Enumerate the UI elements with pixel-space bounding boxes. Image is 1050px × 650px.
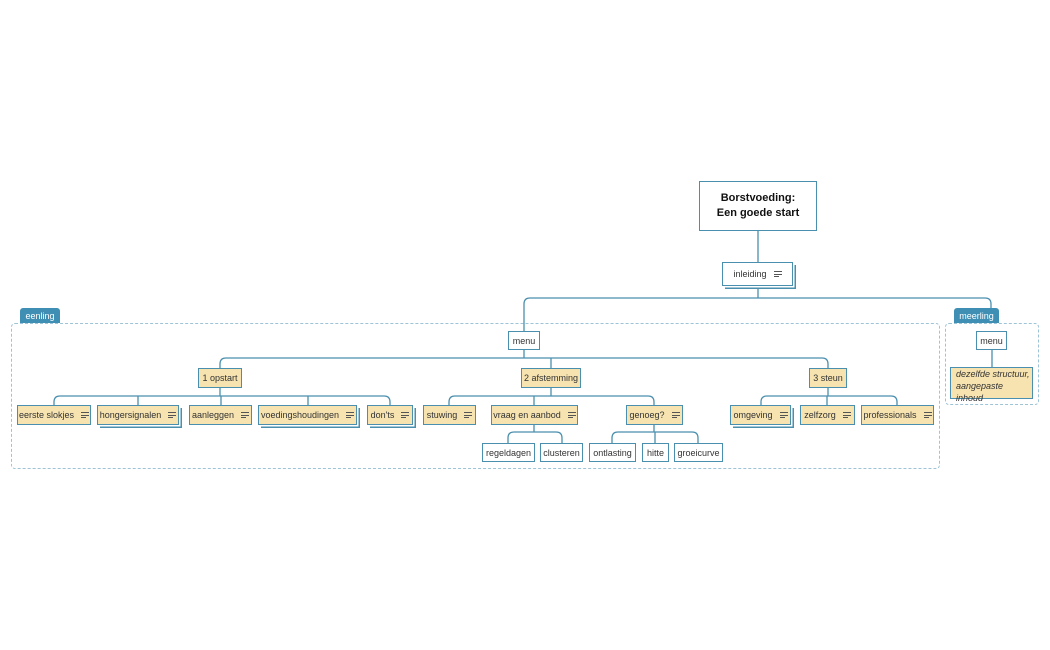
topic-inleiding[interactable]: inleiding <box>722 262 793 286</box>
section-label: 1 opstart <box>202 373 238 383</box>
topic-label: hitte <box>646 447 664 458</box>
topic-label: genoeg? <box>629 410 665 420</box>
topic-label: stuwing <box>426 410 458 420</box>
note-icon <box>81 412 90 418</box>
topic-label: clusteren <box>543 447 580 458</box>
topic-label: ontlasting <box>593 447 632 458</box>
topic-hongersignalen[interactable]: hongersignalen <box>97 405 179 425</box>
central-topic[interactable]: Borstvoeding: Een goede start <box>699 181 817 231</box>
central-topic-line-2: Een goede start <box>716 207 800 219</box>
topic-eerste-slokjes[interactable]: eerste slokjes <box>17 405 91 425</box>
topic-label: professionals <box>863 410 917 420</box>
note-icon <box>401 412 410 418</box>
topic-genoeg[interactable]: genoeg? <box>626 405 683 425</box>
topic-omgeving[interactable]: omgeving <box>730 405 791 425</box>
topic-label: zelfzorg <box>804 410 836 420</box>
topic-label: menu <box>980 335 1003 346</box>
note-icon <box>464 412 473 418</box>
topic-menu-eenling[interactable]: menu <box>508 331 540 350</box>
note-icon <box>842 412 851 418</box>
boundary-label-eenling[interactable]: eenling <box>20 308 60 323</box>
topic-donts[interactable]: don'ts <box>367 405 413 425</box>
topic-clusteren[interactable]: clusteren <box>540 443 583 462</box>
topic-groeicurve[interactable]: groeicurve <box>674 443 723 462</box>
section-label: 3 steun <box>813 373 843 383</box>
topic-label: inleiding <box>733 269 767 279</box>
topic-voedingshoudingen[interactable]: voedingshoudingen <box>258 405 357 425</box>
topic-label: voedingshoudingen <box>260 410 340 420</box>
topic-professionals[interactable]: professionals <box>861 405 934 425</box>
central-topic-line-1: Borstvoeding: <box>720 192 796 204</box>
topic-label: groeicurve <box>677 447 720 458</box>
topic-label: aanleggen <box>191 410 235 420</box>
topic-hitte[interactable]: hitte <box>642 443 669 462</box>
section-steun[interactable]: 3 steun <box>809 368 847 388</box>
section-label: 2 afstemming <box>523 373 579 383</box>
topic-ontlasting[interactable]: ontlasting <box>589 443 636 462</box>
note-icon <box>671 412 680 418</box>
topic-regeldagen[interactable]: regeldagen <box>482 443 535 462</box>
note-icon <box>567 412 576 418</box>
topic-label: vraag en aanbod <box>493 410 561 420</box>
note-icon <box>168 412 177 418</box>
note-icon <box>773 271 782 277</box>
note-line-2: aangepaste inhoud <box>956 381 1004 403</box>
boundary-meerling <box>945 323 1039 405</box>
topic-meerling-note[interactable]: dezelfde structuur, aangepaste inhoud <box>950 367 1033 403</box>
note-icon <box>241 412 250 418</box>
boundary-label-meerling[interactable]: meerling <box>954 308 999 323</box>
topic-aanleggen[interactable]: aanleggen <box>189 405 252 425</box>
topic-label: menu <box>512 335 536 346</box>
topic-stuwing[interactable]: stuwing <box>423 405 476 425</box>
note-line-1: dezelfde structuur, <box>956 369 1030 379</box>
note-icon <box>923 412 932 418</box>
section-opstart[interactable]: 1 opstart <box>198 368 242 388</box>
topic-label: omgeving <box>733 410 773 420</box>
topic-label: hongersignalen <box>99 410 162 420</box>
topic-menu-meerling[interactable]: menu <box>976 331 1007 350</box>
topic-label: regeldagen <box>485 447 532 458</box>
topic-label: eerste slokjes <box>18 410 75 420</box>
topic-vraag-en-aanbod[interactable]: vraag en aanbod <box>491 405 578 425</box>
note-icon <box>779 412 788 418</box>
note-icon <box>346 412 355 418</box>
boundary-eenling <box>11 323 940 469</box>
section-afstemming[interactable]: 2 afstemming <box>521 368 581 388</box>
topic-label: don'ts <box>370 410 395 420</box>
topic-zelfzorg[interactable]: zelfzorg <box>800 405 855 425</box>
